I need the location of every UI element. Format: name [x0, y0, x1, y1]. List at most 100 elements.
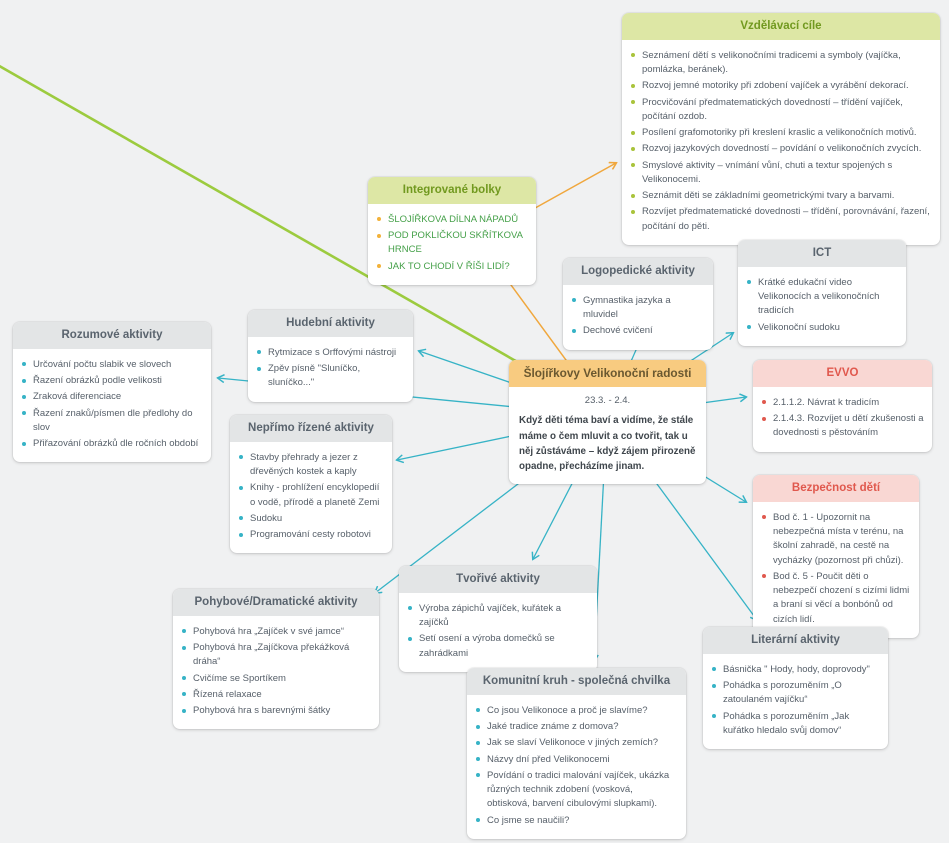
list-item: Smyslové aktivity – vnímání vůní, chuti … — [631, 159, 932, 188]
list-item: Rozvoj jemné motoriky při zdobení vajíče… — [631, 79, 932, 93]
bullet-icon — [631, 130, 635, 135]
bullet-icon — [476, 757, 480, 762]
bullet-icon — [22, 441, 26, 446]
connector-line — [527, 163, 616, 213]
bullet-icon — [762, 400, 766, 405]
list-item: Dechové cvičení — [572, 324, 705, 338]
bullet-icon — [712, 714, 716, 719]
node-title-literarni[interactable]: Literární aktivity — [703, 627, 888, 654]
item-text: Procvičování předmatematických dovednost… — [642, 96, 903, 122]
bullet-icon — [631, 53, 635, 58]
bullet-icon — [747, 325, 751, 330]
bullet-icon — [631, 83, 635, 88]
list-item: Programování cesty robotovi — [239, 528, 384, 542]
bullet-icon — [712, 667, 716, 672]
item-text: Jaké tradice známe z domova? — [487, 721, 619, 733]
node-title-komunitni[interactable]: Komunitní kruh - společná chvilka — [467, 668, 686, 695]
node-title-neprimo[interactable]: Nepřímo řízené aktivity — [230, 415, 392, 442]
bullet-icon — [239, 455, 243, 460]
item-list: Stavby přehrady a jezer z dřevěných kost… — [230, 442, 392, 554]
node-title-tvorive[interactable]: Tvořivé aktivity — [399, 566, 597, 593]
list-item: Cvičíme se Sportíkem — [182, 672, 371, 686]
item-text: Pohádka s porozuměním „Jak kuřátko hleda… — [723, 710, 850, 736]
item-text: Pohybová hra s barevnými šátky — [193, 705, 331, 717]
node-title-hudebni[interactable]: Hudební aktivity — [248, 310, 413, 337]
node-title-vzdelavaci[interactable]: Vzdělávací cíle — [622, 13, 940, 40]
bullet-icon — [182, 629, 186, 634]
item-text: Posílení grafomotoriky při kreslení kras… — [642, 127, 917, 139]
list-item: Básnička " Hody, hody, doprovody" — [712, 663, 880, 677]
item-text: Pohádka s porozuměním „O zatoulaném vají… — [723, 680, 842, 706]
bullet-icon — [631, 146, 635, 151]
item-text: Bod č. 5 - Poučit děti o nebezpečí choze… — [773, 570, 910, 625]
item-text: Určování počtu slabik ve slovech — [33, 358, 172, 370]
item-text: Cvičíme se Sportíkem — [193, 672, 286, 684]
item-text: Smyslové aktivity – vnímání vůní, chuti … — [642, 159, 893, 185]
node-komunitni[interactable]: Komunitní kruh - společná chvilka Co jsou… — [467, 668, 686, 839]
list-item: Rytmizace s Orffovými nástroji — [257, 346, 405, 360]
item-text: Pohybová hra „Zajíčkova překážková dráha… — [193, 642, 350, 668]
bullet-icon — [408, 606, 412, 611]
list-item: Řazení obrázků podle velikosti — [22, 374, 203, 388]
date-range: 23.3. - 2.4. — [584, 395, 631, 407]
list-item: Seznámit děti se základními geometrickým… — [631, 189, 932, 203]
item-list: Bod č. 1 - Upozornit na nebezpečná místa… — [753, 502, 919, 638]
node-title-pohybove[interactable]: Pohybové/Dramatické aktivity — [173, 589, 379, 616]
list-item: Setí osení a výroba domečků se zahrádkam… — [408, 632, 589, 661]
item-text: 2.1.1.2. Návrat k tradicím — [773, 396, 880, 408]
item-text: Řazení obrázků podle velikosti — [33, 375, 162, 387]
connector-line — [0, 64, 606, 414]
bullet-icon — [239, 516, 243, 521]
item-text: Přiřazování obrázků dle ročních období — [33, 438, 199, 450]
item-text: Co jsou Velikonoce a proč je slavíme? — [487, 704, 648, 716]
node-title-ict[interactable]: ICT — [738, 240, 906, 267]
bullet-icon — [239, 532, 243, 537]
list-item: Povídání o tradici malování vajíček, uká… — [476, 769, 678, 812]
node-title-logopedicke[interactable]: Logopedické aktivity — [563, 258, 713, 285]
center-node-title[interactable]: Šlojířkovy Velikonoční radosti — [509, 360, 706, 388]
list-item: POD POKLIČKOU SKŘÍTKOVA HRNCE — [377, 229, 528, 258]
bullet-icon — [22, 394, 26, 399]
item-list: Básnička " Hody, hody, doprovody" Pohádka… — [703, 654, 888, 749]
node-center[interactable]: Šlojířkovy Velikonoční radosti 23.3. - 2… — [509, 360, 706, 485]
bullet-icon — [22, 362, 26, 367]
node-title-rozumove[interactable]: Rozumové aktivity — [13, 322, 211, 349]
bullet-icon — [476, 773, 480, 778]
list-item: Pohádka s porozuměním „O zatoulaném vají… — [712, 679, 880, 708]
list-item: Bod č. 5 - Poučit děti o nebezpečí choze… — [762, 570, 911, 627]
bullet-icon — [762, 515, 766, 520]
bullet-icon — [631, 100, 635, 105]
node-evvo[interactable]: EVVO 2.1.1.2. Návrat k tradicím 2.1.4.3. R… — [753, 360, 932, 452]
item-text: Programování cesty robotovi — [250, 529, 371, 541]
item-text: Seznámení dětí s velikonočními tradicemi… — [642, 49, 901, 76]
list-item: Co jsme se naučili? — [476, 814, 678, 828]
item-text: Gymnastika jazyka a mluvidel — [583, 294, 671, 321]
bullet-icon — [22, 378, 26, 383]
list-item: 2.1.4.3. Rozvíjet u dětí zkušenosti a do… — [762, 412, 924, 441]
node-title-integrovane[interactable]: Integrované bolky — [368, 177, 536, 204]
item-text: Jak se slaví Velikonoce v jiných zemích? — [487, 737, 659, 749]
bullet-icon — [631, 209, 635, 214]
bullet-icon — [631, 163, 635, 168]
item-text: Zraková diferenciace — [33, 391, 122, 403]
node-title-bezpecnost[interactable]: Bezpečnost dětí — [753, 475, 919, 502]
bullet-icon — [377, 217, 381, 222]
bullet-icon — [408, 636, 412, 641]
node-title-evvo[interactable]: EVVO — [753, 360, 932, 387]
list-item: JAK TO CHODÍ V ŘÍŠI LIDÍ? — [377, 260, 528, 274]
